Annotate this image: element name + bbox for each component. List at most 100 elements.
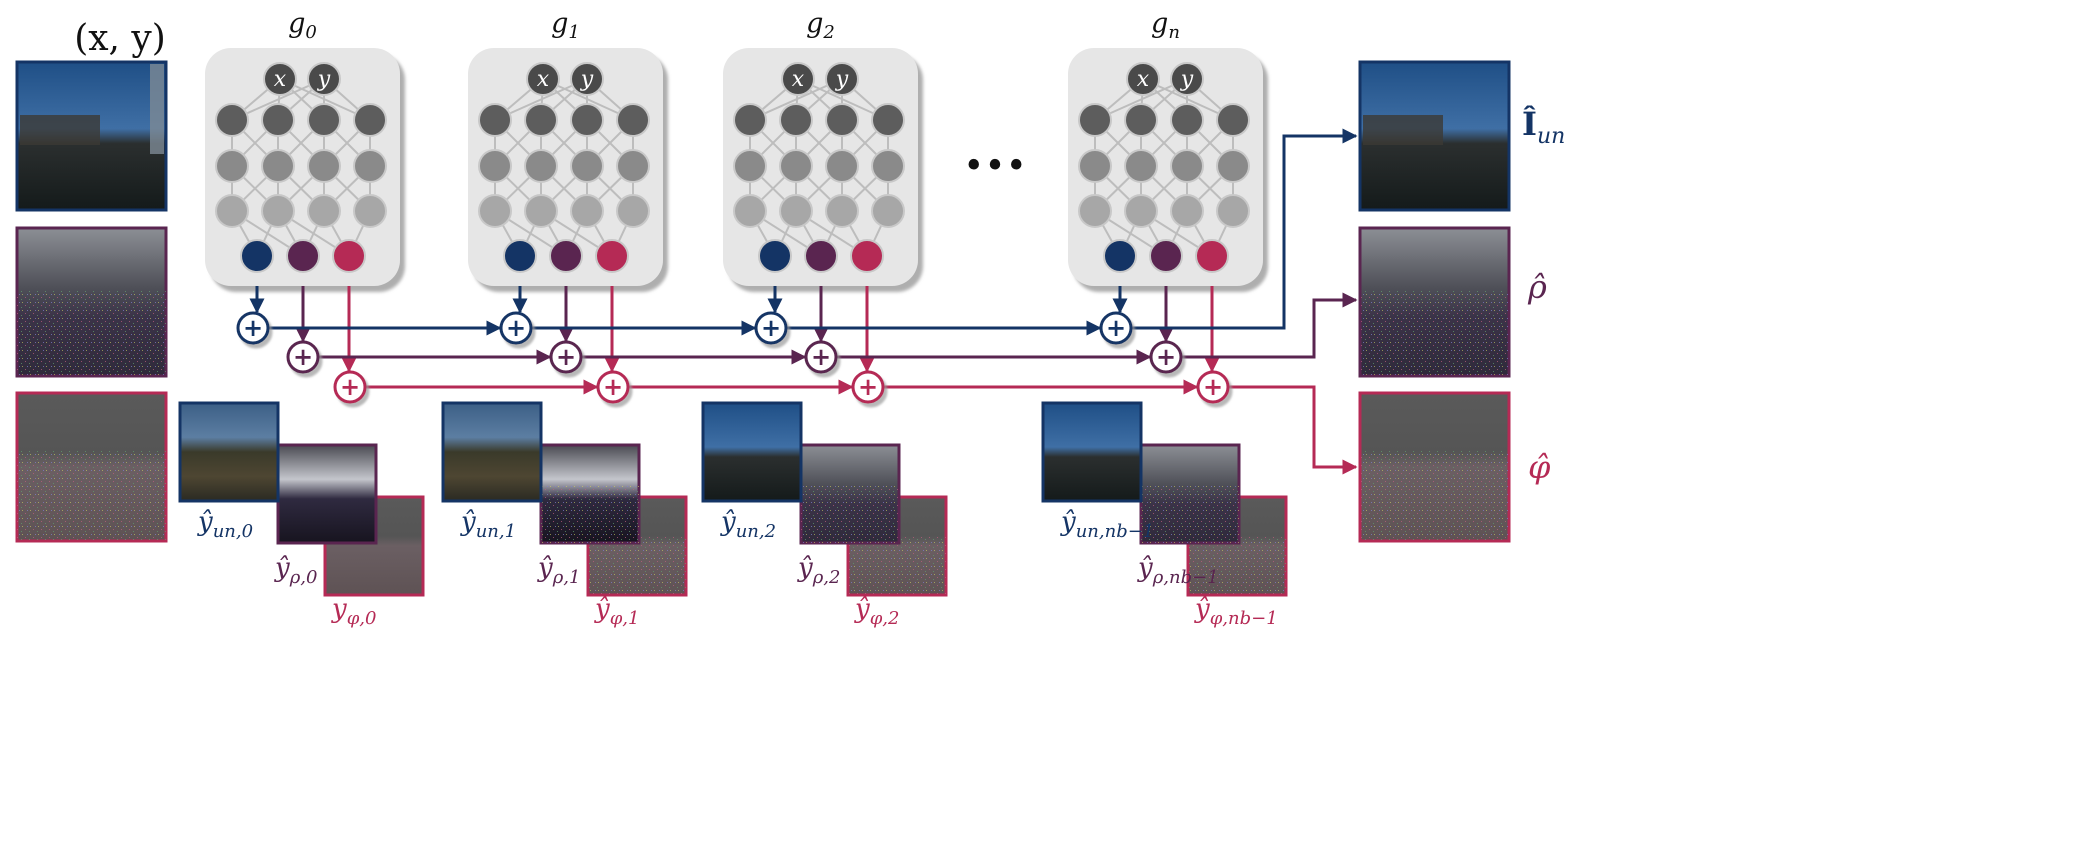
input-node-x: [263, 62, 297, 96]
sum-symbol: +: [1156, 342, 1176, 371]
band-thumbnails-1: ŷun,1 ŷρ,1 ŷφ,1: [441, 401, 688, 629]
network-panel-1: g1x y: [468, 8, 663, 286]
output-image-albedo: [1358, 226, 1511, 378]
band-thumbnails-3: ŷun,nb−1ŷρ,nb−1ŷφ,nb−1: [1041, 401, 1288, 629]
hidden-node: [1124, 149, 1158, 183]
output-image-rgb: [1358, 60, 1511, 212]
thumbnail-label-phi: yφ,0: [331, 594, 376, 629]
hidden-node: [478, 149, 512, 183]
hidden-node: [353, 103, 387, 137]
thumbnail-label-rho: ŷρ,2: [797, 553, 840, 588]
network-label-2: g2: [806, 8, 835, 43]
hidden-node: [1170, 194, 1204, 228]
thumbnail-label-un: ŷun,0: [197, 507, 253, 542]
output-node-phi: [850, 239, 884, 273]
sum-node-phi: +: [851, 370, 885, 404]
hidden-node: [1078, 149, 1112, 183]
hidden-node: [570, 194, 604, 228]
sum-node-phi: +: [1196, 370, 1230, 404]
thumbnail-label-un: ŷun,1: [460, 507, 516, 542]
hidden-node: [478, 103, 512, 137]
hidden-node: [261, 194, 295, 228]
hidden-node: [1124, 194, 1158, 228]
sum-node-rho: +: [549, 340, 583, 374]
sum-symbol: +: [761, 313, 781, 342]
hidden-node: [733, 103, 767, 137]
sum-symbol: +: [293, 342, 313, 371]
hidden-node: [871, 149, 905, 183]
hidden-node: [825, 103, 859, 137]
hidden-node: [825, 194, 859, 228]
network-panel-2: g2x y: [723, 8, 918, 286]
hidden-node: [1170, 103, 1204, 137]
ellipsis: •••: [963, 146, 1027, 187]
hidden-node: [616, 194, 650, 228]
hidden-node: [733, 149, 767, 183]
hidden-node: [215, 103, 249, 137]
band-thumbnails-2: ŷun,2 ŷρ,2 ŷφ,2: [701, 401, 948, 629]
thumbnail-un: [441, 401, 543, 503]
sum-symbol: +: [1106, 313, 1126, 342]
output-label-shading: φ̂: [1528, 448, 1551, 486]
hidden-node: [1124, 103, 1158, 137]
output-node-rho: [1149, 239, 1183, 273]
input-node-y: [307, 62, 341, 96]
hidden-node: [616, 149, 650, 183]
output-node-rho: [286, 239, 320, 273]
input-node-label: y: [580, 67, 594, 92]
band-thumbnails-0: ŷun,0 ŷρ,0 yφ,0: [178, 401, 425, 629]
hidden-node: [524, 194, 558, 228]
input-node-label: x: [792, 67, 805, 92]
input-node-label: y: [835, 67, 849, 92]
hidden-node: [307, 103, 341, 137]
hidden-node: [779, 103, 813, 137]
hidden-node: [825, 149, 859, 183]
output-node-phi: [1195, 239, 1229, 273]
thumbnail-label-rho: ŷρ,1: [537, 553, 580, 588]
hidden-node: [478, 194, 512, 228]
sum-symbol: +: [556, 342, 576, 371]
input-node-label: x: [537, 67, 550, 92]
input-node-y: [570, 62, 604, 96]
network-label-1: g1: [551, 8, 580, 43]
hidden-node: [353, 194, 387, 228]
hidden-node: [524, 149, 558, 183]
network-label-0: g0: [288, 8, 317, 43]
thumbnail-label-phi: ŷφ,nb−1: [1194, 594, 1278, 629]
sum-node-phi: +: [333, 370, 367, 404]
input-node-y: [825, 62, 859, 96]
thumbnail-rho: [276, 443, 378, 545]
hidden-node: [1078, 103, 1112, 137]
hidden-node: [524, 103, 558, 137]
output-node-un: [240, 239, 274, 273]
thumbnail-texture: [801, 485, 899, 543]
hidden-node: [871, 103, 905, 137]
hidden-node: [307, 149, 341, 183]
sum-node-rho: +: [1149, 340, 1183, 374]
hidden-node: [570, 149, 604, 183]
thumbnail-texture: [588, 537, 686, 595]
hidden-node: [733, 194, 767, 228]
thumbnail-label-phi: ŷφ,1: [594, 594, 639, 629]
hidden-node: [871, 194, 905, 228]
hidden-node: [261, 103, 295, 137]
sum-symbol: +: [340, 372, 360, 401]
thumbnail-un: [1041, 401, 1143, 503]
output-flow-phi: [1229, 385, 1358, 475]
input-image-albedo: [15, 226, 168, 378]
input-node-label: y: [1180, 67, 1194, 92]
thumbnail-label-phi: ŷφ,2: [854, 594, 899, 629]
output-node-un: [503, 239, 537, 273]
input-node-y: [1170, 62, 1204, 96]
thumbnail-label-rho: ŷρ,0: [274, 553, 317, 588]
thumbnail-label-un: ŷun,2: [720, 507, 776, 542]
sum-symbol: +: [506, 313, 526, 342]
hidden-node: [779, 194, 813, 228]
hidden-node: [570, 103, 604, 137]
output-label-rgb: Îun: [1522, 105, 1565, 149]
thumbnail-un: [701, 401, 803, 503]
output-node-rho: [549, 239, 583, 273]
output-flow-un: [1132, 128, 1358, 330]
